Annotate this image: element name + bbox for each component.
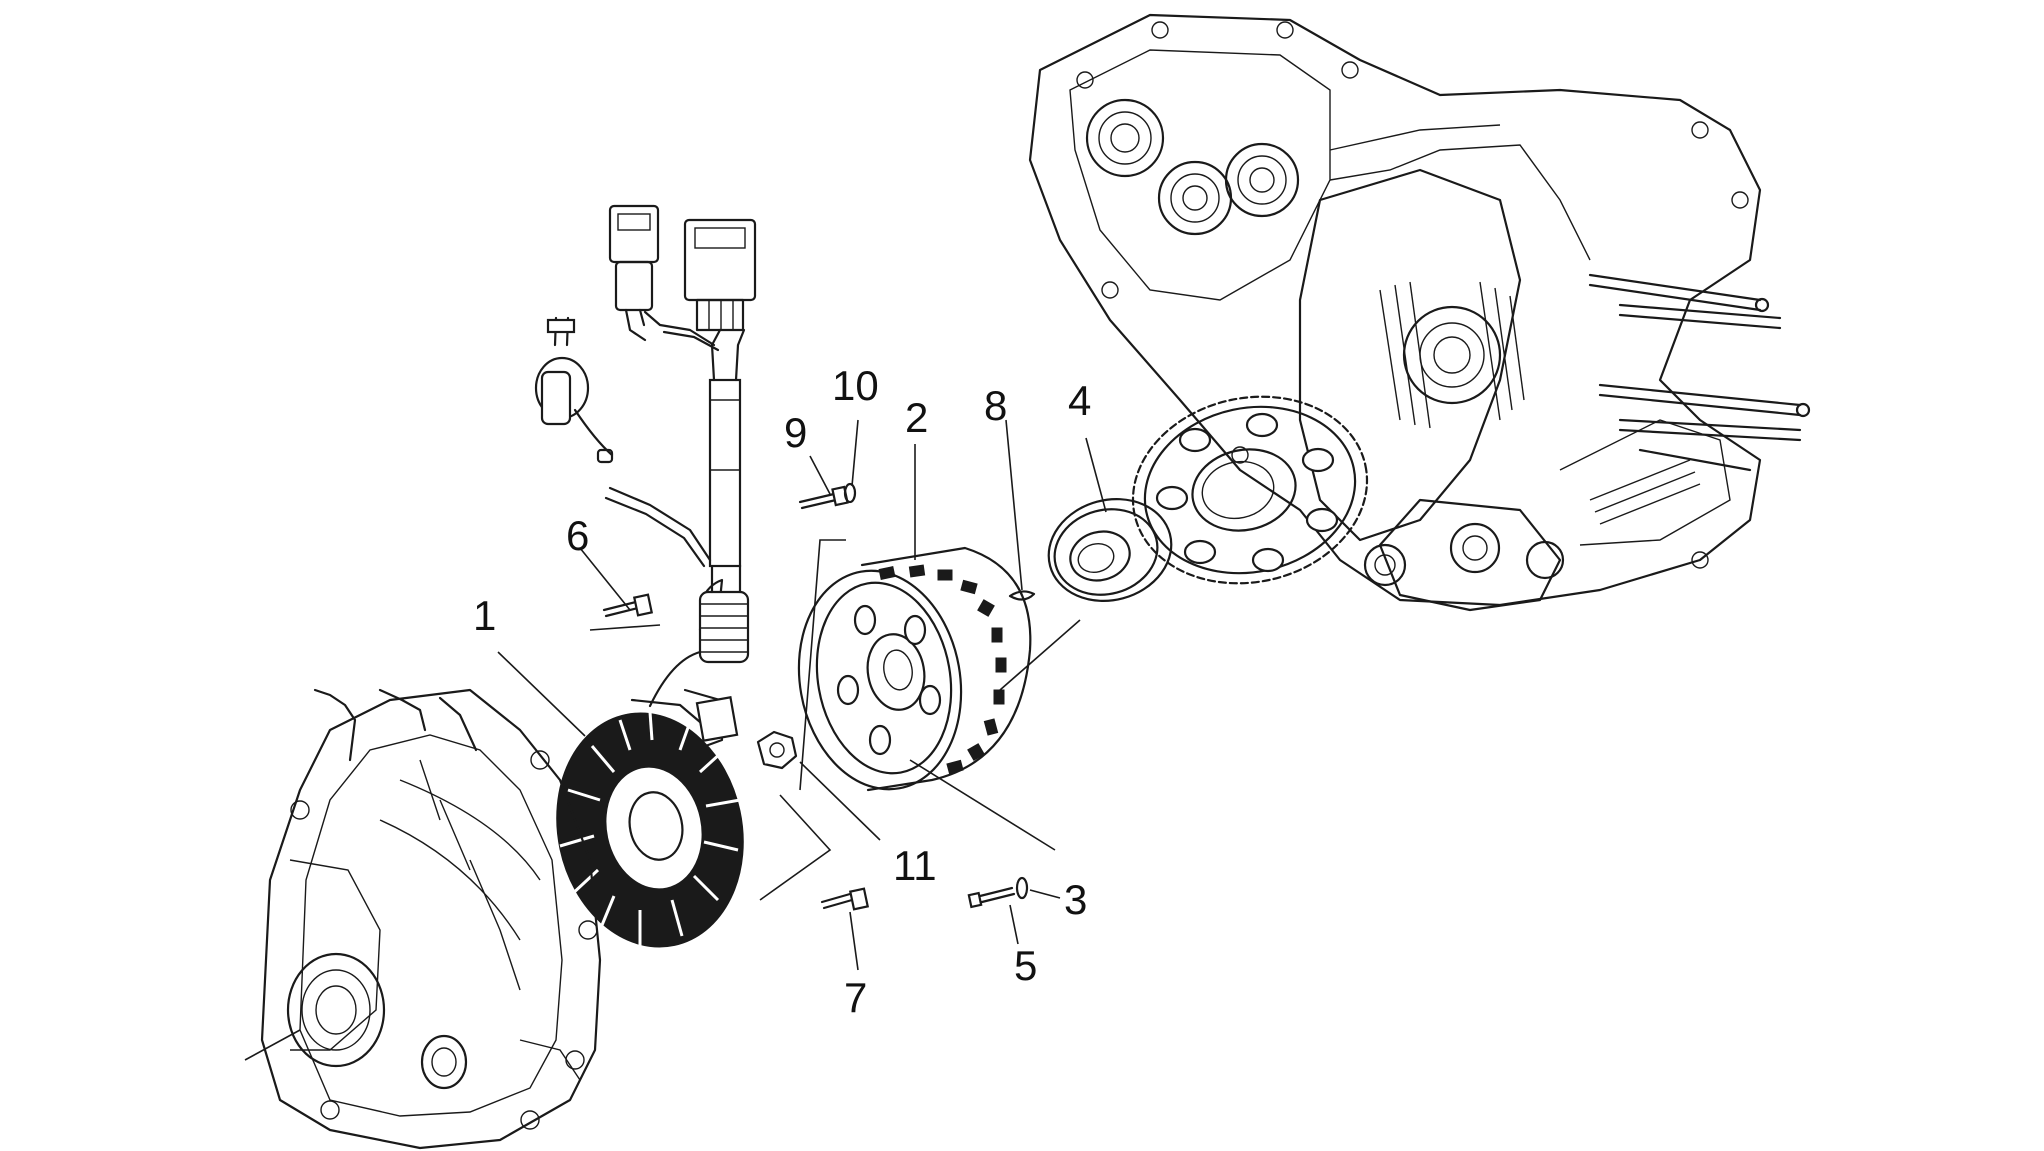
cover-bolt-bosses — [290, 750, 598, 1130]
screw-6 — [602, 593, 654, 618]
screw-9 — [798, 482, 857, 510]
callout-1: 1 — [473, 592, 496, 639]
callout-10: 10 — [832, 362, 879, 409]
part-2-flywheel — [797, 546, 1032, 792]
crankcase-bolt-bosses — [1076, 21, 1749, 569]
screw-5 — [967, 876, 1029, 909]
generator-cover — [260, 688, 602, 1150]
gear-lightening-holes — [1155, 412, 1339, 573]
harness-grommet — [698, 590, 750, 664]
stator-pole-gaps — [559, 711, 741, 946]
engine-crankcase — [1028, 13, 1811, 612]
callout-5: 5 — [1014, 942, 1037, 989]
callout-11: 11 — [893, 842, 937, 889]
callouts: 1 2 3 4 5 6 7 8 9 10 11 — [473, 362, 1091, 1021]
screw-7 — [820, 887, 870, 911]
crankcase-fins — [1379, 281, 1525, 429]
callout-2: 2 — [905, 394, 928, 441]
part-1-stator — [556, 623, 744, 948]
flywheel-face-holes — [836, 604, 942, 756]
callout-3: 3 — [1064, 876, 1087, 923]
part-8-key — [1008, 590, 1036, 601]
part-4-bearing-plate — [1047, 498, 1173, 602]
leader-lines — [244, 419, 1107, 1061]
callout-8: 8 — [984, 382, 1007, 429]
part-11-nut — [756, 730, 798, 770]
wiring-harness — [534, 204, 757, 664]
callout-4: 4 — [1068, 377, 1091, 424]
callout-7: 7 — [844, 974, 867, 1021]
callout-9: 9 — [784, 409, 807, 456]
callout-6: 6 — [566, 512, 589, 559]
flywheel-cooling-slots — [878, 564, 1007, 775]
starter-gear — [1131, 395, 1369, 585]
crankcase-studs — [1588, 273, 1811, 472]
